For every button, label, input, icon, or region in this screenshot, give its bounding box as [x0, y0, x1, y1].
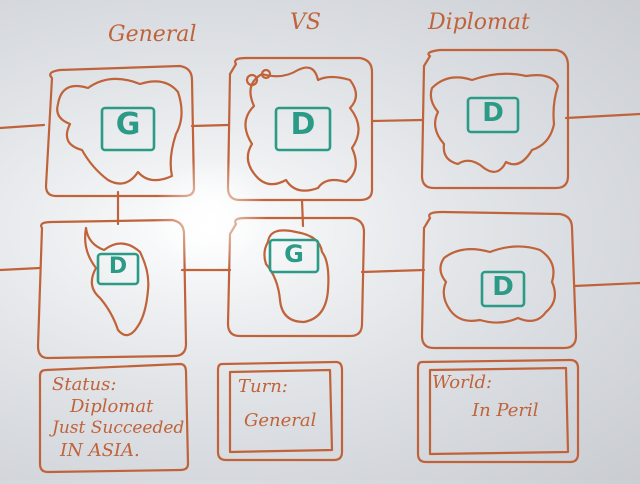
turn-title: Turn:: [238, 376, 288, 397]
marker-frame-2: [274, 106, 332, 152]
region-shape-4: [84, 226, 150, 337]
region-box-4: [36, 218, 188, 360]
turn-panel-frame: [216, 360, 344, 462]
player-label-general: General: [108, 22, 197, 47]
player-label-diplomat: Diplomat: [428, 10, 530, 35]
status-line-actor: Diplomat: [70, 396, 154, 417]
status-panel-frame: [38, 362, 190, 474]
island-dot-b: [260, 68, 272, 80]
world-panel-inner-frame: [428, 366, 570, 456]
world-panel-frame: [416, 358, 580, 464]
world-title: World:: [432, 372, 493, 393]
region-marker-6: D: [492, 272, 514, 302]
region-box-3: [420, 48, 570, 190]
world-value: In Peril: [472, 400, 539, 421]
connector-left-edge-row1: [0, 123, 46, 130]
region-shape-6: [439, 245, 557, 324]
connector-r5-r6: [360, 268, 426, 274]
turn-value: General: [244, 410, 317, 431]
connector-r1-r2: [190, 123, 230, 128]
status-line-action: Just Succeeded: [52, 418, 185, 438]
connector-r2-r3: [370, 118, 424, 123]
connector-left-edge-row2: [0, 266, 42, 272]
region-shape-3: [429, 72, 560, 173]
marker-frame-5: [268, 238, 320, 274]
region-marker-2: D: [290, 107, 316, 142]
connector-r3-right-edge: [564, 112, 640, 120]
region-box-6: [420, 210, 578, 350]
region-box-5: [226, 216, 366, 338]
marker-frame-4: [96, 252, 140, 286]
region-marker-4: D: [108, 254, 128, 279]
status-line-location: IN ASIA.: [60, 440, 140, 461]
connector-r6-right-edge: [572, 281, 640, 288]
region-marker-3: D: [482, 98, 504, 128]
connector-r2-r5: [300, 198, 305, 228]
status-title: Status:: [52, 374, 117, 395]
versus-label: VS: [290, 10, 321, 35]
region-marker-5: G: [284, 240, 304, 268]
marker-frame-3: [466, 96, 520, 134]
region-marker-1: G: [115, 107, 141, 142]
marker-frame-1: [100, 106, 156, 152]
turn-panel-inner-frame: [228, 368, 334, 454]
marker-frame-6: [480, 270, 526, 308]
island-dot-a: [245, 73, 259, 87]
